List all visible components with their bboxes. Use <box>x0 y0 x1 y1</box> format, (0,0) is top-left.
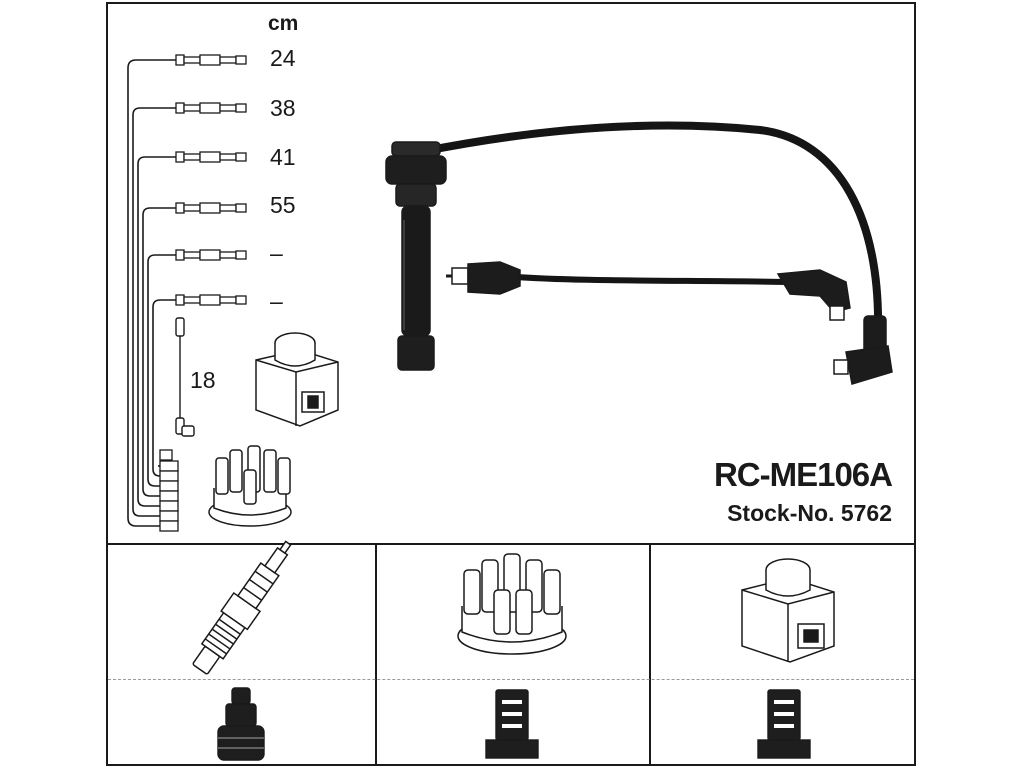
diagram-frame <box>106 2 916 766</box>
schematic-cable-ends <box>159 54 247 532</box>
cable-length-3: 41 <box>270 144 296 170</box>
cable-length-4: 55 <box>270 192 296 218</box>
terminal-row-divider <box>108 679 914 680</box>
section-divider <box>106 543 916 545</box>
plug-terminal-icon <box>217 687 265 761</box>
cap-terminal-icon <box>485 689 539 759</box>
stock-number: Stock-No. 5762 <box>727 500 892 526</box>
model-number: RC-ME106A <box>713 456 893 493</box>
main-cable-short <box>499 273 791 285</box>
distributor-cap-icon <box>457 553 567 655</box>
cable-length-6: – <box>270 288 283 314</box>
column-divider-2 <box>649 543 651 766</box>
main-cable-long <box>419 121 883 331</box>
column-divider-1 <box>375 543 377 766</box>
schematic-coil-icon <box>255 332 339 427</box>
cable-length-5: – <box>270 240 283 266</box>
angled-connector-short <box>776 269 851 321</box>
schematic-distributor-icon <box>208 445 292 527</box>
coil-lead <box>175 317 195 437</box>
ignition-coil-icon <box>741 558 835 663</box>
angled-connector-long <box>833 315 893 385</box>
coil-lead-length: 18 <box>190 367 216 393</box>
cable-length-1: 24 <box>270 45 296 71</box>
unit-label: cm <box>268 12 299 35</box>
spark-plug-icon <box>192 540 292 675</box>
coil-terminal-icon <box>757 689 811 759</box>
spark-plug-boot <box>385 141 447 371</box>
cable-length-2: 38 <box>270 95 296 121</box>
wiring-schematic <box>127 59 176 527</box>
straight-connector <box>446 261 521 295</box>
